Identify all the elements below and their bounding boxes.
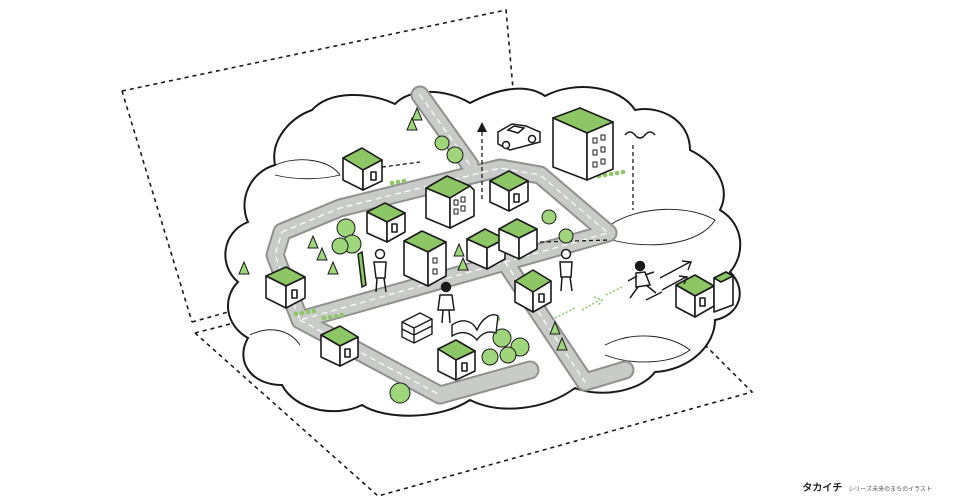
tree-icon [389,382,411,404]
up-arrow-icon [477,122,487,132]
tree-icon [481,348,499,366]
tree-icon [331,237,349,255]
house-icon [366,202,406,243]
person-icon [627,260,657,299]
credit-name: タカイチ [802,483,843,494]
people [357,248,657,324]
tree-icon [556,336,568,351]
house-icon [498,218,538,260]
house-icon [489,170,529,212]
building-icon [403,230,447,287]
tree-icon [327,260,339,275]
wavy-line-icon [624,131,656,139]
person-icon [357,248,387,293]
house-icon [713,271,734,313]
building-icon [425,175,475,229]
house-icon [265,266,306,309]
tree-icon [499,346,517,364]
person-icon [437,281,455,324]
credit-signature: タカイチ シリーズ未来のまちのイラスト [802,479,932,494]
arrow-icons [645,260,692,301]
tree-icon [492,328,512,348]
tree-icon [558,228,574,244]
tree-icon [434,135,450,151]
house-icon [514,269,552,313]
car-icon [497,123,541,151]
cloud-scribbles [249,159,716,363]
house-icon [437,339,476,381]
tree-icon [549,320,561,335]
tree-icon [316,246,328,261]
open-book-icon [451,314,499,342]
credit-series: シリーズ未来のまちのイラスト [848,486,932,493]
tree-icon [307,234,319,249]
tree-icon [406,116,418,131]
building-icon [552,107,614,181]
tree-icon [453,242,465,257]
tree-icon [541,209,557,225]
tree-icon [336,218,356,238]
arrow-icons [554,286,623,319]
stairs-icon [401,312,433,344]
houses [265,107,734,381]
tree-icon [238,260,250,275]
house-icon [320,325,359,367]
tree-icon [411,106,423,121]
tree-icon [457,256,469,271]
tree-icon [446,146,464,164]
house-icon [342,147,383,191]
tree-icons [238,106,726,404]
person-icon [559,248,573,292]
